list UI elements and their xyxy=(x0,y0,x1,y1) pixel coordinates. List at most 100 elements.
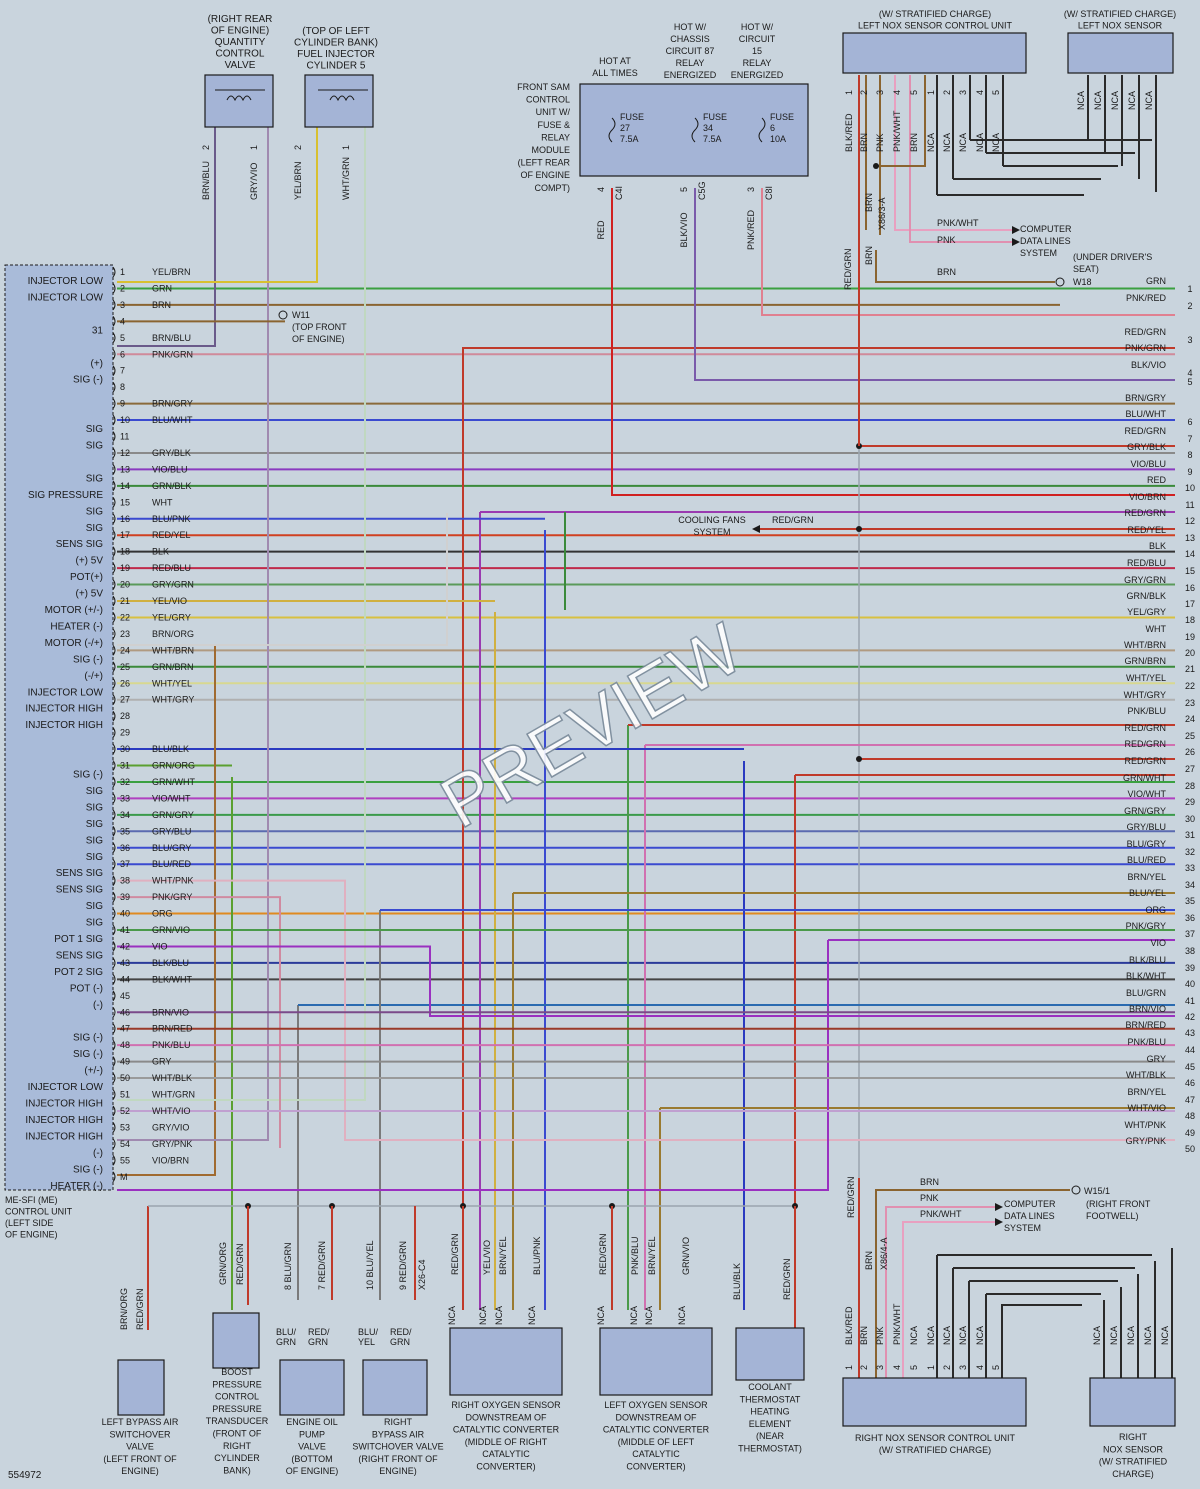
ecm-pin-number: 43 xyxy=(120,958,130,968)
pin-number: 1 xyxy=(844,1365,854,1370)
connector-id: C4I xyxy=(614,186,624,200)
ecm-wire-color: GRN xyxy=(152,283,172,293)
component-label: RIGHT xyxy=(223,1441,252,1451)
bus-connector-number: 38 xyxy=(1185,946,1195,956)
nca-label: NCA xyxy=(1093,91,1103,110)
ecm-pin-21 xyxy=(112,595,116,607)
ecm-pin-function: SENS SIG xyxy=(56,868,103,879)
ecm-pin-number: 39 xyxy=(120,892,130,902)
nox-cu-label: LEFT NOX SENSOR CONTROL UNIT xyxy=(858,21,1013,31)
nca-label: NCA xyxy=(1143,1326,1153,1345)
component-label: BOOST xyxy=(221,1367,253,1377)
component-label: CONVERTER) xyxy=(626,1462,685,1472)
wire-color: BRN xyxy=(864,246,874,265)
fuse-symbol xyxy=(608,117,616,143)
ecm-pin-number: 32 xyxy=(120,777,130,787)
ecm-pin-number: 9 xyxy=(120,399,125,409)
wire-color: PNK xyxy=(875,133,885,152)
ecm-pin-number: 16 xyxy=(120,514,130,524)
qcv-label: QUANTITY xyxy=(215,37,266,48)
component-label: ENGINE) xyxy=(379,1466,417,1476)
ecm-label: ME-SFI (ME) xyxy=(5,1195,58,1205)
ecm-pin-function: SIG xyxy=(86,802,103,813)
wire xyxy=(902,1221,995,1378)
bus-wire-color: BLK/BLU xyxy=(1129,955,1166,965)
ecm-pin-function: SIG (-) xyxy=(73,770,103,781)
quantity-control-valve xyxy=(204,74,274,128)
bus-wire-color: BRN/GRY xyxy=(1125,393,1166,403)
component-label: VALVE xyxy=(126,1442,154,1452)
injector-label: CYLINDER BANK) xyxy=(294,38,378,49)
nca-label: NCA xyxy=(677,1306,687,1325)
hot-label: RELAY xyxy=(676,58,705,68)
ecm-pin-function: INJECTOR HIGH xyxy=(25,1115,103,1126)
wire-color: 7 RED/GRN xyxy=(317,1241,327,1290)
hot-label: RELAY xyxy=(743,58,772,68)
ecm-pin-number: 33 xyxy=(120,793,130,803)
ecm-pin-function: SIG PRESSURE xyxy=(28,490,103,501)
ecm-pin-function: SIG xyxy=(86,819,103,830)
bus-connector-number: 46 xyxy=(1185,1078,1195,1088)
splice-dot xyxy=(873,163,879,169)
ecm-wire-color: VIO/WHT xyxy=(152,793,191,803)
wire-color: RED xyxy=(596,220,606,240)
sam-label: RELAY xyxy=(541,132,570,142)
ecm-pin-number: 49 xyxy=(120,1057,130,1067)
ecm-pin-15 xyxy=(112,496,116,508)
ecm-pin-number: 53 xyxy=(120,1122,130,1132)
wire-color: GRN/ORG xyxy=(218,1242,228,1285)
bus-connector-number: 43 xyxy=(1185,1028,1195,1038)
sam-label: UNIT W/ xyxy=(536,107,571,117)
wire-color: 10 BLU/YEL xyxy=(365,1240,375,1290)
ecm-wire-color: PNK/BLU xyxy=(152,1040,191,1050)
wire-color: PNK/WHT xyxy=(892,110,902,152)
ecm-pin-number: 11 xyxy=(120,432,129,442)
ecm-pin-function: (+) 5V xyxy=(75,556,103,567)
ecm-pin-number: 19 xyxy=(120,563,130,573)
wire xyxy=(761,188,1175,316)
ecm-pin-number: 8 xyxy=(120,382,125,392)
fuse-label: 10A xyxy=(770,134,786,144)
component-label: (FRONT OF xyxy=(213,1429,262,1439)
ecm-pin-function: SENS SIG xyxy=(56,885,103,896)
bottom-component-2 xyxy=(212,1312,260,1369)
nca-label: NCA xyxy=(527,1306,537,1325)
wire-color: BLU/ xyxy=(358,1327,379,1337)
ground-location: SEAT) xyxy=(1073,264,1099,274)
ground-symbol xyxy=(1071,1185,1081,1195)
pin-number: 3 xyxy=(958,1365,968,1370)
nca-label: NCA xyxy=(629,1306,639,1325)
bus-wire-color: GRY xyxy=(1147,1054,1166,1064)
ecm-pin-number: 34 xyxy=(120,810,130,820)
nox-sensor-label: (W/ STRATIFIED xyxy=(1099,1457,1168,1467)
ecm-pin-32 xyxy=(112,776,116,788)
wire-color: BLK/VIO xyxy=(679,212,689,247)
splice-dot xyxy=(856,526,862,532)
ecm-wire-color: WHT/GRN xyxy=(152,1090,195,1100)
wire-color: NCA xyxy=(991,133,1001,152)
wire-color: NCA xyxy=(975,1326,985,1345)
hot-label: ENERGIZED xyxy=(664,70,717,80)
ecm-wire-color: BRN/VIO xyxy=(152,1007,189,1017)
pin-number: 1 xyxy=(341,145,351,150)
wire xyxy=(462,347,1175,1206)
ecm-pin-function: INJECTOR LOW xyxy=(28,292,104,303)
ecm-pin-function: 31 xyxy=(92,325,104,336)
wire-color: BRN xyxy=(937,267,956,277)
bus-connector-number: 11 xyxy=(1185,500,1194,510)
hot-label: CHASSIS xyxy=(670,34,710,44)
ecm-pin-number: 7 xyxy=(120,366,125,376)
ecm-pin-number: 41 xyxy=(120,925,130,935)
component-label: DOWNSTREAM OF xyxy=(466,1412,547,1422)
component-label: TRANSDUCER xyxy=(206,1416,269,1426)
bus-wire-color: RED/GRN xyxy=(1124,426,1166,436)
ecm-pin-29 xyxy=(112,727,116,738)
ecm-pin-number: 36 xyxy=(120,843,130,853)
wire-color: GRN xyxy=(390,1337,410,1347)
ecm-wire-color: BLK/WHT xyxy=(152,974,193,984)
wire xyxy=(611,188,1175,496)
qcv-label: (RIGHT REAR xyxy=(208,14,273,25)
wire-color: BRN xyxy=(864,193,874,212)
component-label: BANK) xyxy=(223,1465,251,1475)
